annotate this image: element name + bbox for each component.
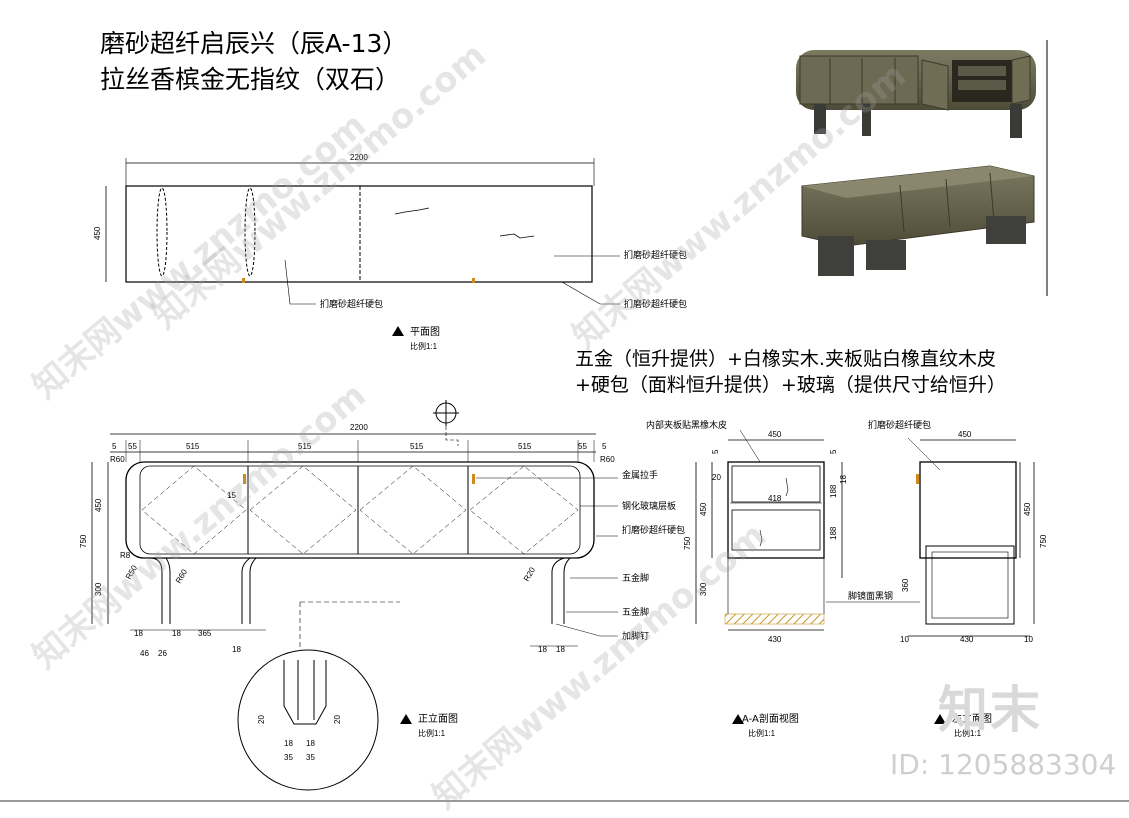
detail-dim-3: 18 [306,739,315,748]
section-bottom-dim: 430 [768,635,782,644]
detail-dim-0: 20 [257,715,266,724]
plan-label-b: 扪磨砂超纤硬包 [624,298,687,310]
section-r-188b: 188 [829,526,838,540]
elev-handle-dim: 15 [227,491,236,500]
section-h-750: 750 [683,536,692,550]
section-view: 内部夹板贴黑橡木皮 450 418 430 450 750 300 5 20 5… [646,419,920,738]
side-width-dim: 450 [958,430,972,439]
elev-h-300: 300 [94,582,103,596]
title-line-2: 拉丝香槟金无指纹（双石） [100,65,401,94]
elev-leg-dim-1: 18 [172,629,181,638]
image-id: ID: 1205883304 [890,748,1117,781]
elev-seg-2: 515 [298,442,312,451]
elev-seg-5: 55 [578,442,587,451]
section-h-450: 450 [699,502,708,516]
section-label-top: 内部夹板贴黑橡木皮 [646,419,727,431]
elev-r-small-3: R20 [522,565,537,583]
elev-leg-dim-r0: 18 [538,645,547,654]
section-h-20: 20 [712,473,721,482]
section-r-5a: 5 [829,449,838,454]
side-label-top: 扪磨砂超纤硬包 [868,419,931,431]
elev-total-dim: 2200 [350,423,368,432]
side-h-750: 750 [1039,534,1048,548]
side-scale: 比例1:1 [954,728,982,738]
title-line-1: 磨砂超纤启辰兴（辰A-13） [100,29,408,58]
elev-label-leg1: 五金脚 [622,572,649,584]
plan-view-title: 平面图 [410,326,440,338]
elev-h-750: 750 [79,534,88,548]
side-bottom-dim-2: 10 [1024,635,1033,644]
elev-seg-0: 55 [128,442,137,451]
material-note-line-2: +硬包（面料恒升提供）+玻璃（提供尺寸给恒升） [575,374,1006,396]
side-bottom-dim-0: 10 [900,635,909,644]
plan-view: 2200 450 扪磨砂超纤硬包 扪磨砂超纤硬包 扪磨砂超纤硬包 平面图 比例1… [93,153,687,351]
front-elevation: 2200 5 55 515 515 515 515 55 5 R60 R60 [79,400,685,791]
elev-h-450: 450 [94,498,103,512]
elev-leg-dim-0: 18 [134,629,143,638]
elev-leg-dim-5: 26 [158,649,167,658]
elev-leg-dim-4: 46 [140,649,149,658]
product-photo-open [796,50,1036,138]
elev-seg-1: 515 [186,442,200,451]
detail-dim-4: 35 [284,753,293,762]
plan-scale: 比例1:1 [410,341,438,351]
elev-r-left: R60 [110,455,125,464]
elev-seg-4: 515 [518,442,532,451]
plan-label-a: 扪磨砂超纤硬包 [624,249,687,261]
elev-end-dim-l: 5 [112,442,117,451]
elev-r-small-0: R8 [120,551,131,560]
plan-label-c: 扪磨砂超纤硬包 [320,298,383,310]
section-r-188a: 188 [829,484,838,498]
plan-depth-dim: 450 [93,226,102,240]
detail-dim-5: 35 [306,753,315,762]
material-note-line-1: 五金（恒升提供）+白橡实木.夹板贴白橡直纹木皮 [575,348,996,370]
elev-label-panel: 扪磨砂超纤硬包 [622,524,685,536]
section-scale: 比例1:1 [748,728,776,738]
section-r-18: 18 [839,475,848,484]
side-bottom-dim-1: 430 [960,635,974,644]
side-h-360: 360 [901,578,910,592]
elev-leg-dim-2: 365 [198,629,212,638]
plan-width-dim: 2200 [350,153,368,162]
elev-r-right: R60 [600,455,615,464]
section-label-mirror: 脚镜面黑钢 [848,590,893,602]
elev-scale: 比例1:1 [418,728,446,738]
elev-leg-dim-r1: 18 [556,645,565,654]
elev-r-small-2: R60 [174,567,189,585]
elev-r-small-1: R50 [124,563,139,581]
elev-label-leg2: 五金脚 [622,606,649,618]
detail-dim-2: 18 [284,739,293,748]
elev-leg-dim-3: 18 [232,645,241,654]
elev-label-glass: 钢化玻璃层板 [622,500,676,512]
side-view-title: 左立面图 [952,712,992,725]
detail-dim-1: 20 [333,715,342,724]
elev-label-handle: 金属拉手 [622,469,658,481]
side-view: 扪磨砂超纤硬包 450 10 430 10 450 750 360 左立面图 比… [868,419,1048,738]
elev-seg-3: 515 [410,442,424,451]
section-inner-dim: 418 [768,494,782,503]
section-h-5: 5 [711,449,720,454]
elev-end-dim-r: 5 [602,442,607,451]
side-h-450: 450 [1023,502,1032,516]
section-view-title: A-A剖面视图 [742,712,799,725]
elev-view-title: 正立面图 [418,712,458,725]
section-h-300: 300 [699,582,708,596]
brand-logo: 知末 [938,681,1042,739]
section-width-dim: 450 [768,430,782,439]
elev-label-nail: 加脚钉 [622,631,649,642]
product-photo-closed [801,165,1035,276]
